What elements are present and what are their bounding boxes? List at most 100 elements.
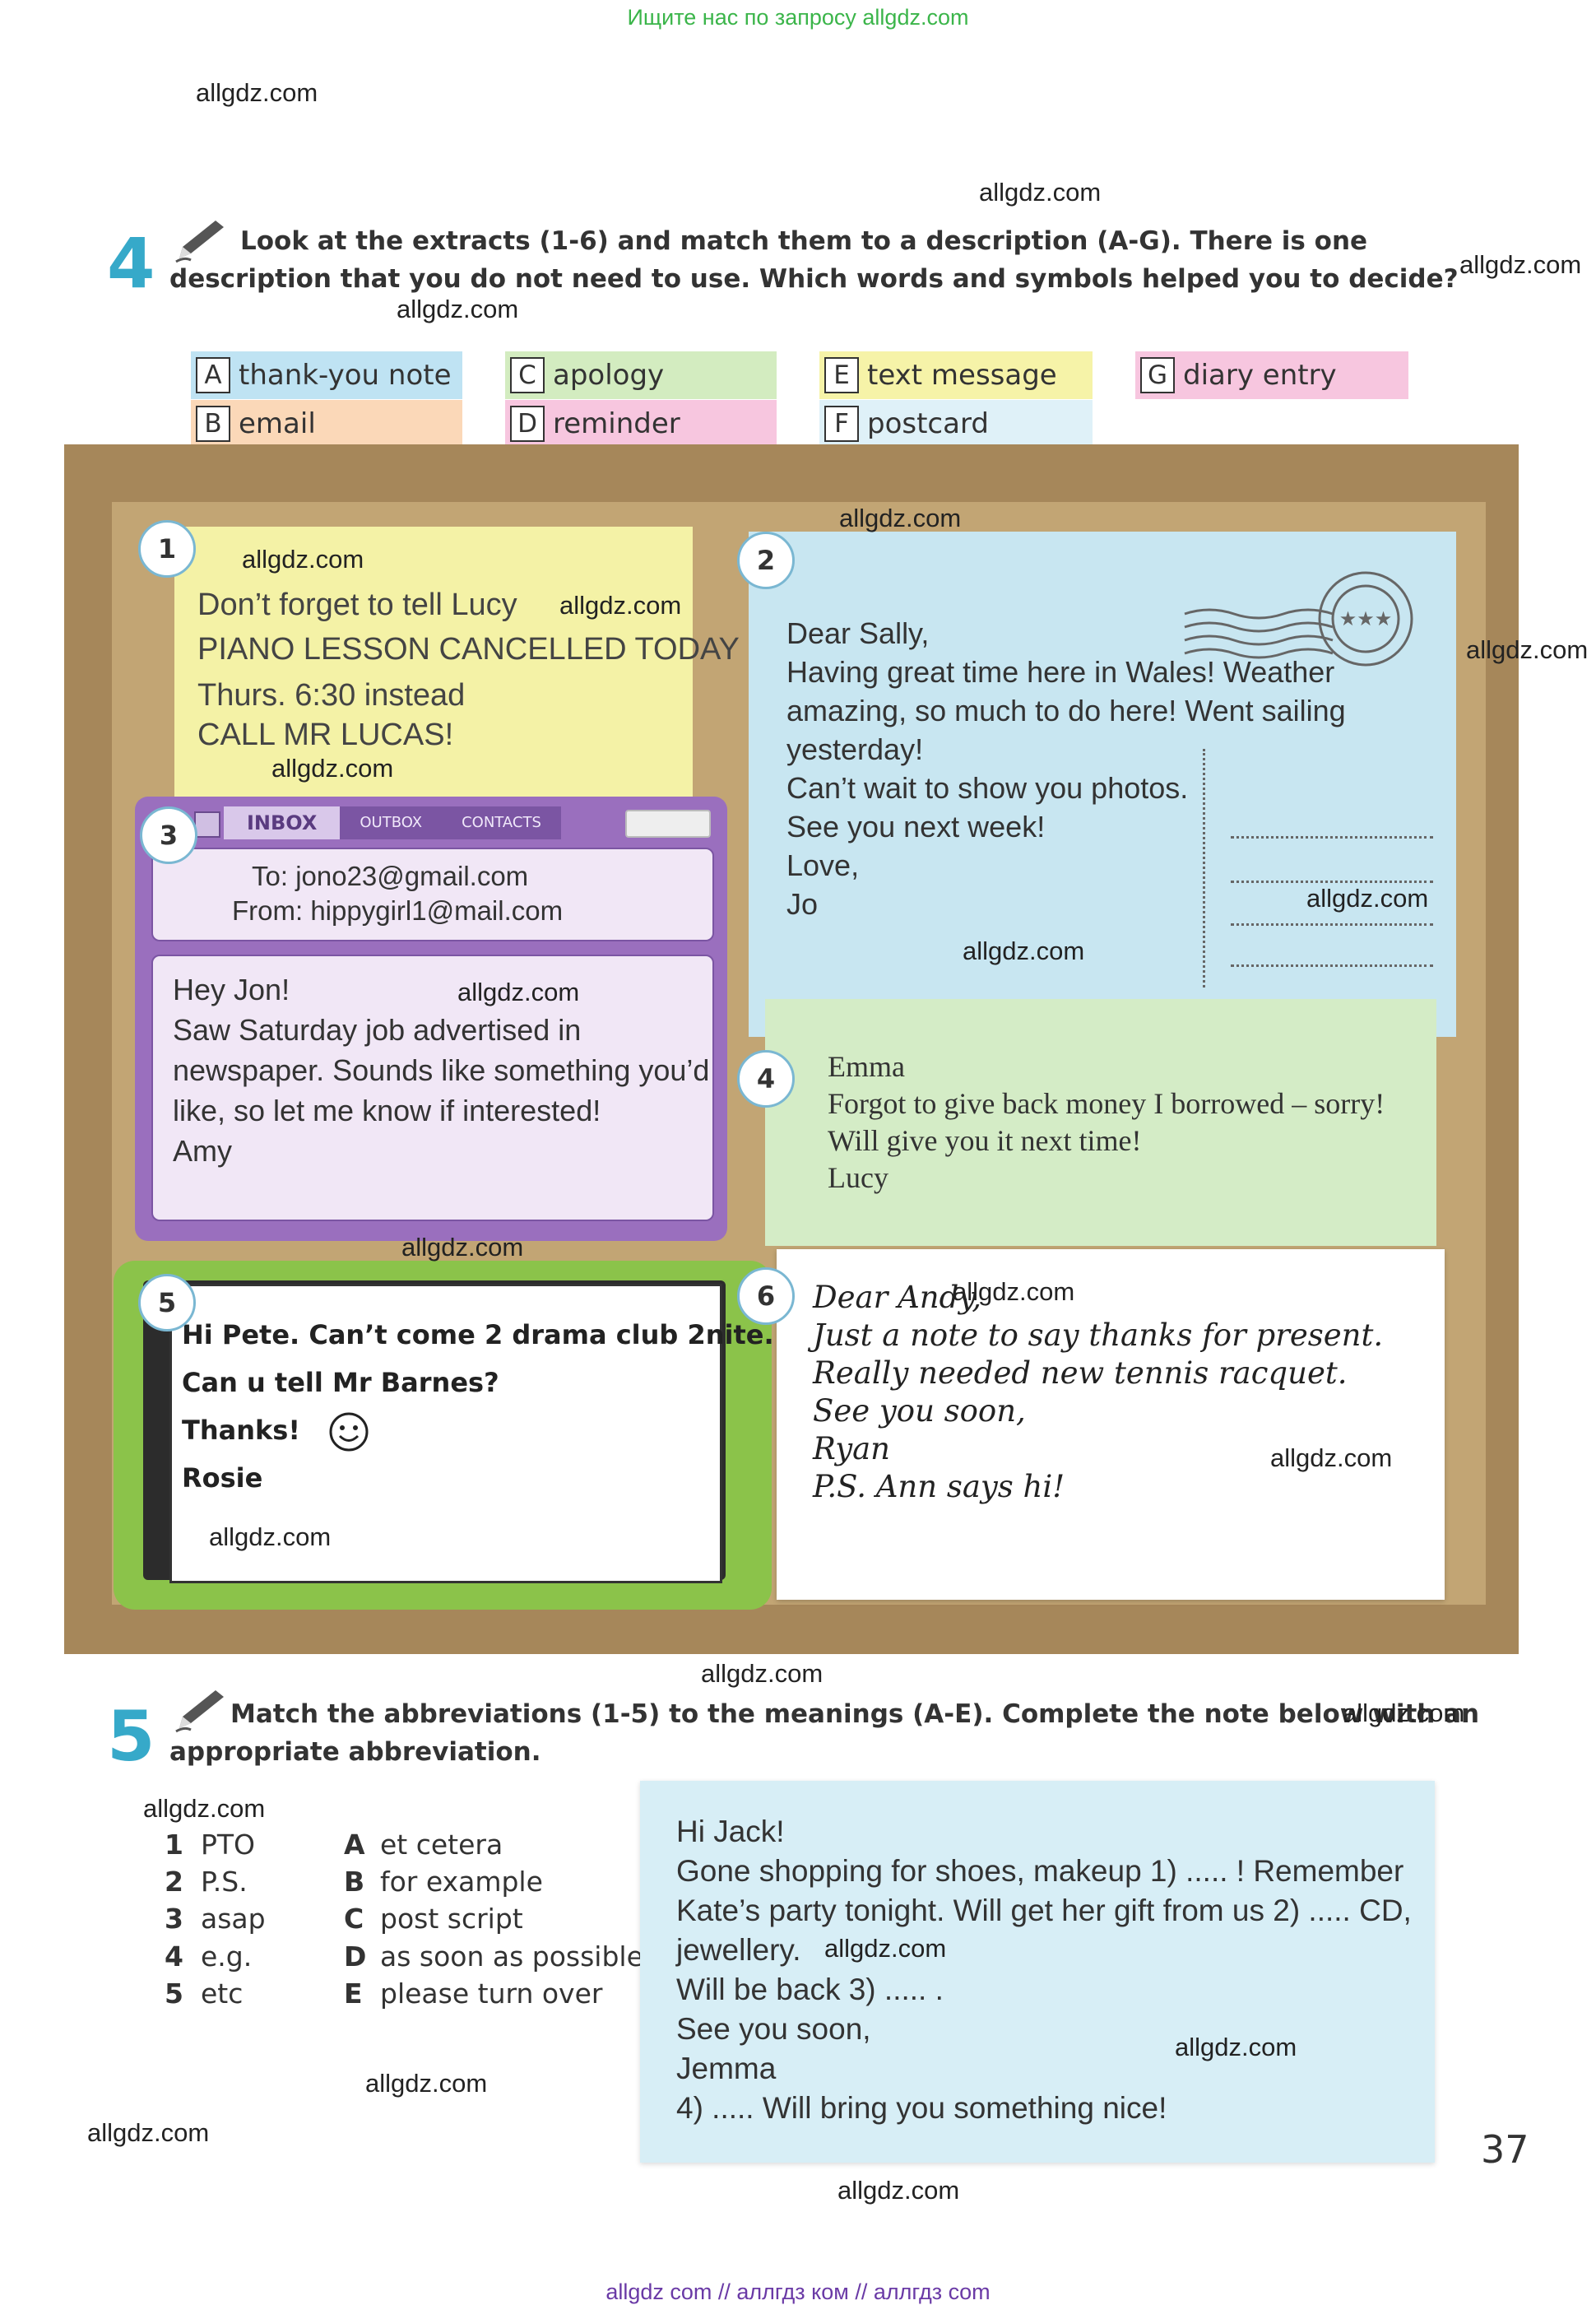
extract-6-line: Just a note to say thanks for present. <box>813 1317 1384 1353</box>
exercise-4-instruction-line2: description that you do not need to use.… <box>169 264 1459 294</box>
watermark[interactable]: allgdz.com <box>397 295 519 323</box>
extract-1-line: CALL MR LUCAS! <box>197 718 454 752</box>
watermark[interactable]: allgdz.com <box>953 1277 1075 1306</box>
extract-4-note: Emma Forgot to give back money I borrowe… <box>765 999 1436 1246</box>
option-letter: C <box>510 357 545 393</box>
note-line: Jemma <box>676 2052 777 2085</box>
extract-2-line: Can’t wait to show you photos. <box>786 771 1189 805</box>
watermark[interactable]: allgdz.com <box>87 2118 210 2147</box>
meaning-text: post script <box>380 1903 523 1935</box>
extract-1-line: PIANO LESSON CANCELLED TODAY <box>197 632 740 667</box>
exercise-4-instruction-line1: Look at the extracts (1-6) and match the… <box>240 226 1368 256</box>
watermark[interactable]: allgdz.com <box>365 2069 488 2098</box>
postcard-divider <box>1203 749 1205 988</box>
watermark[interactable]: allgdz.com <box>559 591 682 620</box>
extract-1-badge: 1 <box>138 520 196 578</box>
watermark[interactable]: allgdz.com <box>963 936 1085 965</box>
extract-2-line: amazing, so much to do here! Went sailin… <box>786 694 1346 727</box>
tab-contacts[interactable]: CONTACTS <box>442 806 561 839</box>
abbreviation-text: e.g. <box>201 1940 253 1973</box>
watermark[interactable]: allgdz.com <box>701 1659 824 1688</box>
option-label: postcard <box>867 407 989 440</box>
extract-2-line: Jo <box>786 887 819 921</box>
watermark[interactable]: allgdz.com <box>837 2176 960 2205</box>
address-line <box>1231 964 1433 967</box>
extract-6-line: P.S. Ann says hi! <box>813 1469 1065 1504</box>
email-search-box[interactable] <box>625 810 711 838</box>
extract-5-phone: Hi Pete. Can’t come 2 drama club 2nite. … <box>114 1261 774 1610</box>
option-letter: A <box>196 357 230 393</box>
extract-1-line: Thurs. 6:30 instead <box>197 678 466 713</box>
watermark[interactable]: allgdz.com <box>1270 1443 1393 1472</box>
note-line: See you soon, <box>676 2012 871 2046</box>
phone-screen: Hi Pete. Can’t come 2 drama club 2nite. … <box>169 1284 774 1583</box>
watermark[interactable]: allgdz.com <box>1466 635 1589 664</box>
watermark[interactable]: allgdz.com <box>824 1934 947 1963</box>
watermark[interactable]: allgdz.com <box>1306 884 1429 913</box>
meaning-letter: B <box>344 1866 365 1898</box>
abbreviation-text: PTO <box>201 1829 256 1861</box>
meaning-letter: E <box>344 1977 363 2010</box>
extract-2-line: Love, <box>786 848 860 882</box>
exercise-5-instruction-line1: Match the abbreviations (1-5) to the mea… <box>230 1699 1480 1729</box>
option-label: thank-you note <box>239 359 452 392</box>
top-banner[interactable]: Ищите нас по запросу allgdz.com <box>627 5 969 30</box>
watermark[interactable]: allgdz.com <box>979 178 1102 207</box>
option-letter: D <box>510 406 545 442</box>
watermark[interactable]: allgdz.com <box>1343 1699 1465 1727</box>
watermark[interactable]: allgdz.com <box>143 1794 266 1823</box>
extract-6-line: Ryan <box>813 1431 890 1466</box>
watermark[interactable]: allgdz.com <box>209 1522 332 1551</box>
extract-4-badge: 4 <box>737 1050 795 1108</box>
abbreviation-number: 5 <box>165 1977 183 2010</box>
extract-1-line: Don’t forget to tell Lucy <box>197 588 517 622</box>
watermark[interactable]: allgdz.com <box>271 754 394 783</box>
address-line <box>1231 881 1433 883</box>
extract-4-line: Lucy <box>828 1161 888 1194</box>
svg-text:★★★: ★★★ <box>1339 608 1393 630</box>
option-label: diary entry <box>1183 359 1337 392</box>
abbreviation-number: 3 <box>165 1903 183 1935</box>
exercise-5-instruction-line2: appropriate abbreviation. <box>169 1737 541 1767</box>
option-label: email <box>239 407 316 440</box>
text-message-line: Thanks! <box>182 1406 774 1454</box>
watermark[interactable]: allgdz.com <box>839 504 962 532</box>
extract-2-line: Having great time here in Wales! Weather <box>786 655 1335 689</box>
watermark[interactable]: allgdz.com <box>401 1233 524 1262</box>
watermark[interactable]: allgdz.com <box>1175 2033 1297 2061</box>
email-header-panel: To: jono23@gmail.com From: hippygirl1@ma… <box>151 848 714 941</box>
extract-2-line: yesterday! <box>786 732 924 766</box>
meaning-letter: D <box>344 1940 367 1973</box>
watermark[interactable]: allgdz.com <box>242 545 364 574</box>
address-line <box>1231 836 1433 839</box>
email-from: From: hippygirl1@mail.com <box>232 895 564 926</box>
abbreviation-number: 4 <box>165 1940 183 1973</box>
extract-4-line: Emma <box>828 1050 905 1083</box>
tab-inbox[interactable]: INBOX <box>224 806 341 839</box>
email-tabs: INBOX OUTBOX CONTACTS <box>224 806 610 839</box>
meaning-text: for example <box>380 1866 543 1898</box>
watermark[interactable]: allgdz.com <box>196 78 318 107</box>
extract-2-line: Dear Sally, <box>786 616 930 650</box>
watermark[interactable]: allgdz.com <box>1459 250 1582 279</box>
abbreviation-number: 1 <box>165 1829 183 1861</box>
option-letter: F <box>824 406 859 442</box>
extract-6-line: Dear Andy, <box>813 1280 982 1315</box>
tab-outbox[interactable]: OUTBOX <box>340 806 443 839</box>
watermark[interactable]: allgdz.com <box>457 978 580 1006</box>
extract-3-email-window: INBOX OUTBOX CONTACTS To: jono23@gmail.c… <box>135 797 727 1241</box>
text-message-line: Can u tell Mr Barnes? <box>182 1367 499 1398</box>
bottom-banner[interactable]: allgdz com // аллгдз ком // аллгдз com <box>605 2279 991 2304</box>
address-line <box>1231 923 1433 926</box>
email-body-panel: Hey Jon! Saw Saturday job advertised in … <box>151 955 714 1221</box>
option-letter: G <box>1140 357 1175 393</box>
meaning-letter: C <box>344 1903 364 1935</box>
